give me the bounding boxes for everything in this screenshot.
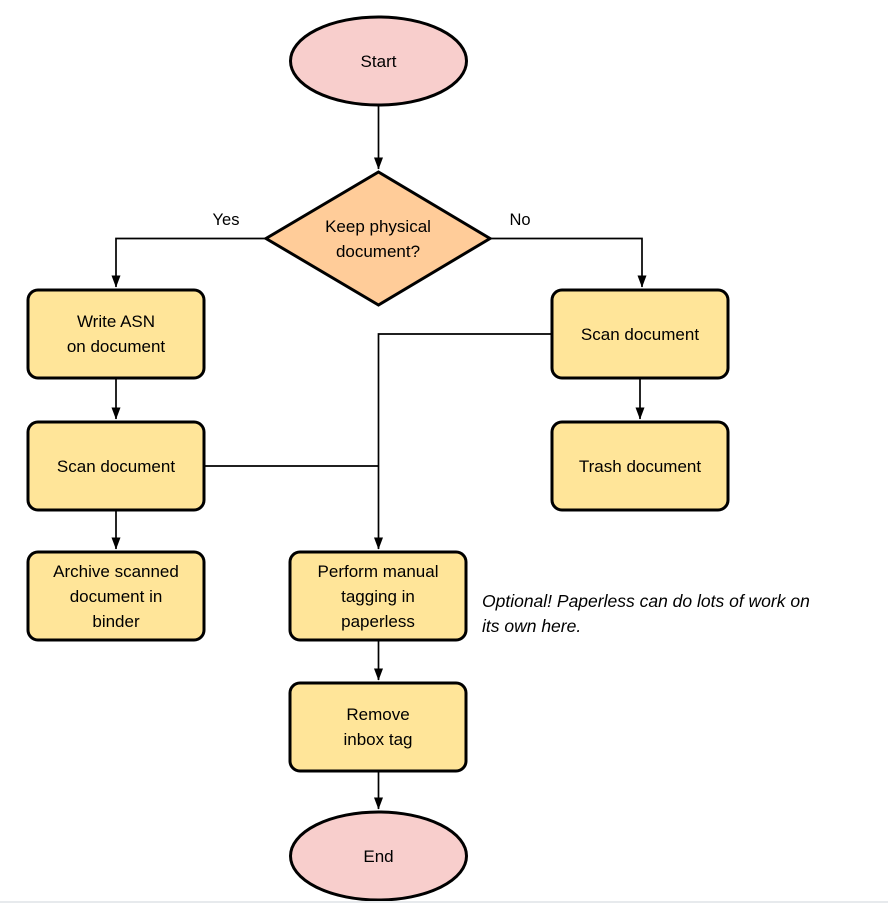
tagging-process-shape <box>288 550 468 642</box>
edge-decision-yes-to-write-asn <box>111 237 266 288</box>
remove-inbox-process-shape <box>288 681 468 773</box>
edge-label-no: No <box>509 211 531 229</box>
trash-process-shape <box>550 420 730 512</box>
scan-right-process-shape <box>550 288 730 380</box>
decision-diamond-shape <box>263 170 493 307</box>
edge-scan-right-to-tagging <box>374 333 552 550</box>
write-asn-process-shape <box>26 288 206 380</box>
start-terminal-shape <box>289 15 468 107</box>
optional-annotation: Optional! Paperless can do lots of work … <box>482 591 810 636</box>
archive-process-shape <box>26 550 206 642</box>
end-terminal-shape <box>289 810 468 902</box>
scan-left-process-shape <box>26 420 206 512</box>
edge-decision-no-to-scan-right <box>490 237 647 288</box>
page-bottom-divider <box>0 901 888 903</box>
edge-label-yes: Yes <box>212 211 240 229</box>
